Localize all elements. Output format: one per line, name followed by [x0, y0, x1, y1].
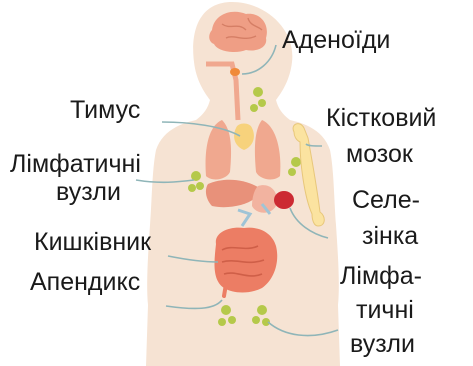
label-lymph-nodes-right-line3: вузли — [350, 330, 415, 359]
label-intestine: Кишківник — [34, 228, 151, 257]
label-appendix: Апендикс — [30, 268, 140, 297]
label-lymph-nodes-left-line2: вузли — [56, 178, 121, 207]
intestine — [214, 228, 277, 293]
label-lymph-nodes-left-line1: Лімфатичні — [10, 150, 141, 179]
label-lymph-nodes-right-line2: тичні — [356, 296, 414, 325]
label-thymus: Тимус — [70, 96, 140, 125]
appendix — [224, 284, 226, 296]
label-adenoids: Аденоїди — [282, 26, 390, 55]
label-spleen-line2: зінка — [362, 222, 418, 251]
label-spleen-line1: Селе- — [352, 186, 420, 215]
label-lymph-nodes-right-line1: Лімфа- — [340, 262, 422, 291]
adenoid-tissue — [230, 68, 240, 76]
spleen — [274, 191, 294, 209]
label-bone-marrow-line1: Кістковий — [326, 104, 436, 133]
label-bone-marrow-line2: мозок — [346, 140, 413, 169]
